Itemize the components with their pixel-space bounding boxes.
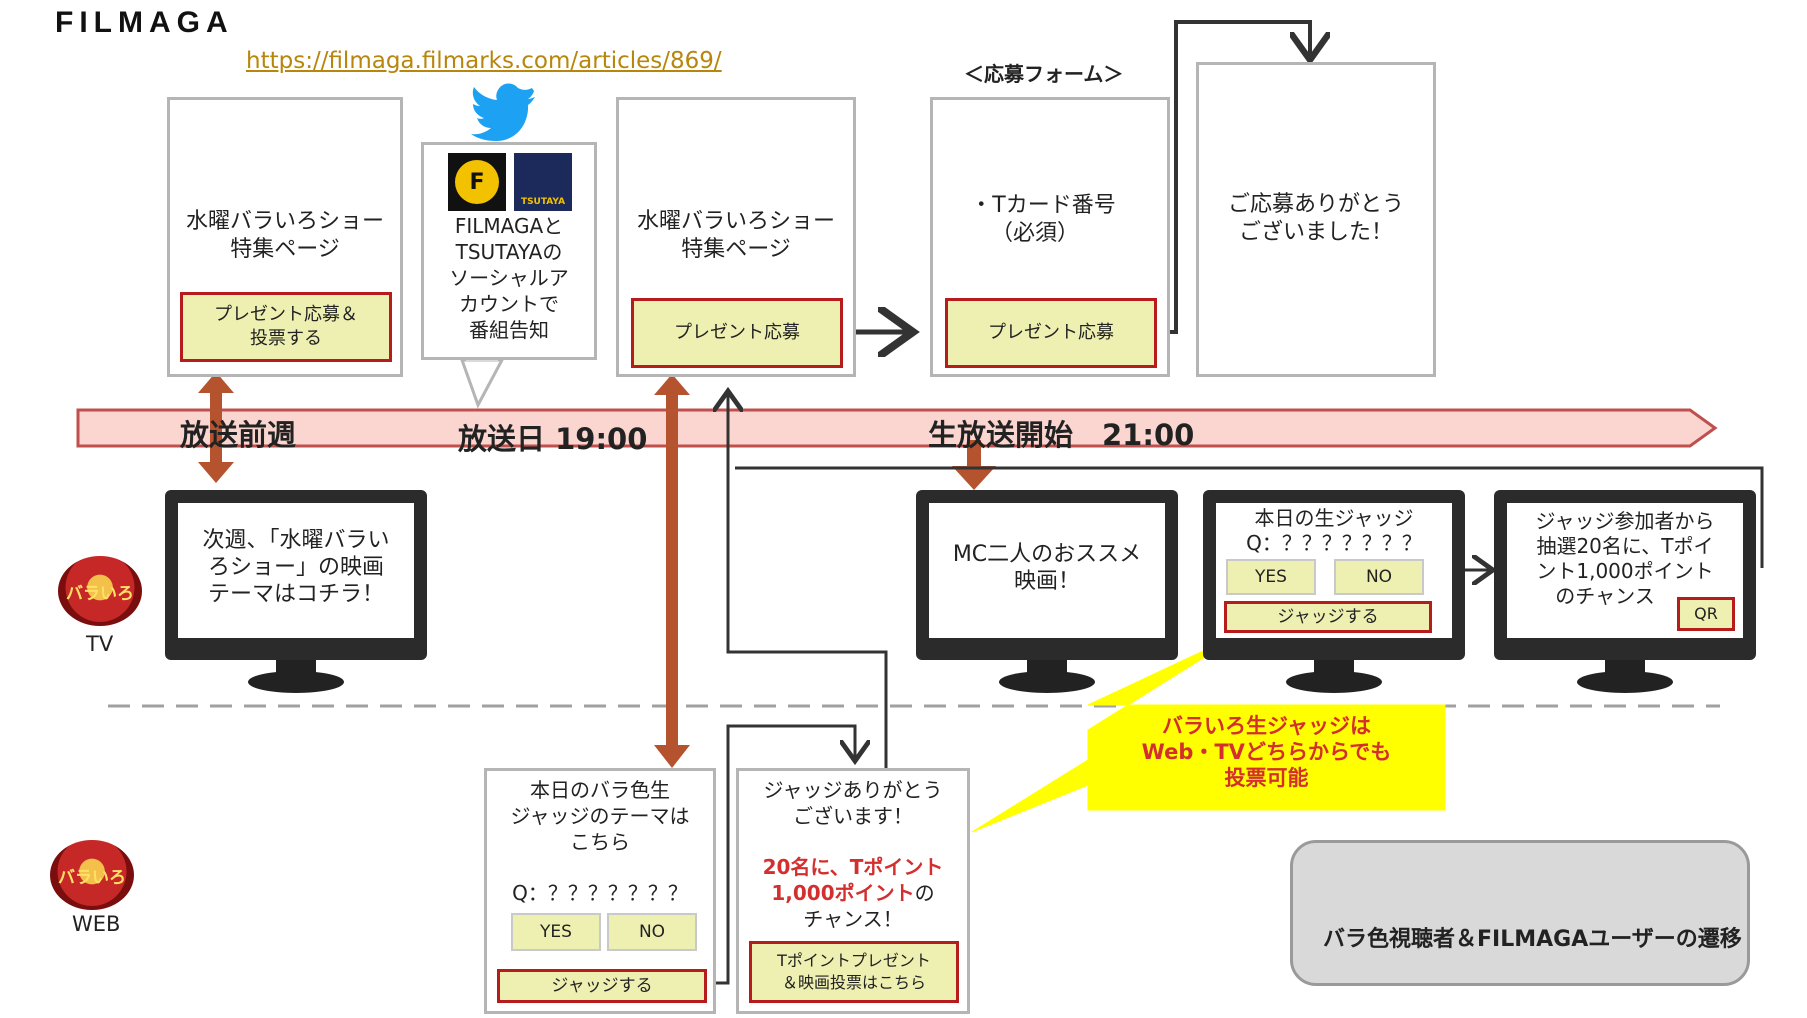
callout-line2: Web・TVどちらからでも bbox=[1141, 740, 1392, 764]
application-form-panel: ・Tカード番号 （必須） プレゼント応募 bbox=[930, 97, 1170, 377]
special-page-panel-prev-week: 水曜バラいろショー 特集ページ プレゼント応募＆ 投票する bbox=[167, 97, 403, 377]
tcard-number-line1: ・Tカード番号 bbox=[970, 193, 1116, 218]
web-theme-line2: ジャッジのテーマは bbox=[510, 804, 690, 828]
panel-title-line1: 水曜バラいろショー bbox=[185, 209, 384, 234]
present-apply-button[interactable]: プレゼント応募 bbox=[631, 298, 843, 368]
special-page-panel-broadcast-day: 水曜バラいろショー 特集ページ プレゼント応募 bbox=[616, 97, 856, 377]
tv-screen-1-content: 次週、「水曜バラい ろショー」の映画 テーマはコチラ！ bbox=[178, 503, 414, 638]
social-text-line3: ソーシャルア bbox=[449, 266, 569, 290]
screen-text-line2: 映画！ bbox=[1013, 569, 1080, 594]
screen-text-line3: テーマはコチラ！ bbox=[207, 582, 384, 607]
social-announcement-panel: F TSUTAYA FILMAGAと TSUTAYAの ソーシャルア カウントで… bbox=[421, 142, 597, 360]
filmaga-logo: FILMAGA bbox=[55, 6, 234, 39]
web-prize-line1: 20名に、Tポイント bbox=[762, 855, 944, 879]
live-start-down-arrow bbox=[952, 440, 996, 490]
web-theme-line1: 本日のバラ色生 bbox=[530, 778, 670, 802]
prev-week-double-arrow bbox=[198, 372, 234, 483]
filmaga-mark: F bbox=[455, 160, 499, 204]
social-text-line4: カウントで bbox=[459, 292, 559, 316]
tv-monitor-2 bbox=[916, 490, 1178, 693]
present-vote-button[interactable]: プレゼント応募＆ 投票する bbox=[180, 292, 392, 362]
arrow-web-judge-to-thanks bbox=[706, 724, 855, 985]
web-prize-line2: 1,000ポイントの bbox=[739, 879, 967, 907]
screen-text-line2: 抽選20名に、Tポイ bbox=[1536, 534, 1714, 558]
filmaga-icon: F bbox=[448, 153, 506, 211]
tv-screen-4-content: ジャッジ参加者から 抽選20名に、Tポイ ント1,000ポイント のチャンス Q… bbox=[1507, 503, 1743, 638]
tsutaya-icon: TSUTAYA bbox=[514, 153, 572, 211]
screen-text-line2: ろショー」の映画 bbox=[207, 555, 384, 580]
live-judge-question: Q：？？？？？？？ bbox=[1246, 531, 1422, 555]
tv-row-label: TV bbox=[86, 632, 114, 656]
screen-text-line4: のチャンス bbox=[1555, 584, 1655, 608]
social-text-line1: FILMAGAと bbox=[454, 214, 564, 238]
web-prize-line3: チャンス！ bbox=[803, 907, 903, 931]
tcard-number-line2: （必須） bbox=[990, 221, 1079, 246]
timeline-band bbox=[76, 408, 1718, 448]
web-judge-thanks-panel: ジャッジありがとう ございます！ 20名に、Tポイント 1,000ポイントの チ… bbox=[736, 768, 970, 1014]
timeline-label-prev-week: 放送前週 bbox=[180, 418, 297, 452]
tv-screen-3-content: 本日の生ジャッジ Q：？？？？？？？ YES NO ジャッジする bbox=[1216, 503, 1452, 638]
social-panel-tail bbox=[459, 358, 505, 409]
thanks-line2: ございました！ bbox=[1238, 220, 1393, 245]
qr-code-button[interactable]: QR bbox=[1677, 597, 1735, 631]
tv-show-logo: バラいろ bbox=[58, 556, 142, 626]
form-submit-button[interactable]: プレゼント応募 bbox=[945, 298, 1157, 368]
web-thanks-line2: ございます！ bbox=[793, 804, 913, 828]
panel-title-line2: 特集ページ bbox=[681, 237, 791, 262]
button-line2: 投票する bbox=[250, 328, 322, 349]
legend-text: バラ色視聴者＆FILMAGAユーザーの遷移 bbox=[1323, 927, 1742, 952]
screen-text-line1: ジャッジ参加者から bbox=[1535, 509, 1715, 533]
web-row-label: WEB bbox=[72, 912, 121, 936]
button-line2: ＆映画投票はこちら bbox=[781, 973, 926, 992]
live-judge-title: 本日の生ジャッジ bbox=[1254, 506, 1414, 530]
social-text-line5: 番組告知 bbox=[469, 318, 549, 342]
judge-button[interactable]: ジャッジする bbox=[497, 969, 707, 1003]
thanks-line1: ご応募ありがとう bbox=[1227, 192, 1404, 217]
no-option[interactable]: NO bbox=[607, 913, 697, 951]
web-theme-line3: こちら bbox=[570, 830, 630, 854]
screen-text-line3: ント1,000ポイント bbox=[1536, 559, 1714, 583]
tv-monitor-1 bbox=[165, 490, 427, 693]
application-form-label: ＜応募フォーム＞ bbox=[964, 62, 1124, 86]
social-text-line2: TSUTAYAの bbox=[455, 240, 563, 264]
tv-screen-2-content: MC二人のおススメ 映画！ bbox=[929, 503, 1165, 638]
legend-box: バラ色視聴者＆FILMAGAユーザーの遷移 bbox=[1290, 840, 1750, 986]
no-option[interactable]: NO bbox=[1334, 559, 1424, 595]
web-prize-particle: の bbox=[914, 881, 935, 905]
thank-you-panel: ご応募ありがとう ございました！ bbox=[1196, 62, 1436, 377]
timeline-label-broadcast-day: 放送日 19:00 bbox=[458, 422, 648, 456]
judge-button[interactable]: ジャッジする bbox=[1224, 601, 1432, 633]
screen-text-line1: MC二人のおススメ bbox=[952, 542, 1142, 567]
web-prize-points: 1,000ポイント bbox=[771, 881, 915, 905]
broadcast-day-double-arrow bbox=[654, 374, 690, 768]
article-url-link[interactable]: https://filmaga.filmarks.com/articles/86… bbox=[246, 48, 722, 74]
timeline-label-live-start: 生放送開始 21:00 bbox=[928, 418, 1195, 452]
yes-option[interactable]: YES bbox=[1226, 559, 1316, 595]
web-thanks-line1: ジャッジありがとう bbox=[763, 778, 943, 802]
button-line1: プレゼント応募＆ bbox=[214, 304, 358, 325]
web-judge-question: Q：？？？？？？？ bbox=[512, 881, 688, 905]
twitter-bird-icon bbox=[471, 83, 535, 141]
tpoint-vote-button[interactable]: Tポイントプレゼント ＆映画投票はこちら bbox=[749, 941, 959, 1003]
screen-text-line1: 次週、「水曜バラい bbox=[202, 528, 390, 553]
arrow-tv-loop-to-panel2 bbox=[735, 466, 1764, 568]
panel-title-line1: 水曜バラいろショー bbox=[636, 209, 835, 234]
callout-line1: バラいろ生ジャッジは bbox=[1162, 714, 1371, 738]
arrow-web-thanks-to-panel2 bbox=[728, 394, 888, 768]
callout-line3: 投票可能 bbox=[1224, 766, 1309, 790]
web-judge-theme-panel: 本日のバラ色生 ジャッジのテーマは こちら Q：？？？？？？？ YES NO ジ… bbox=[484, 768, 716, 1014]
callout-text: バラいろ生ジャッジは Web・TVどちらからでも 投票可能 bbox=[1088, 713, 1445, 803]
button-line1: Tポイントプレゼント bbox=[777, 951, 931, 970]
callout-bubble bbox=[971, 629, 1446, 833]
web-show-logo: バラいろ bbox=[50, 840, 134, 910]
yes-option[interactable]: YES bbox=[511, 913, 601, 951]
panel-title-line2: 特集ページ bbox=[230, 237, 340, 262]
